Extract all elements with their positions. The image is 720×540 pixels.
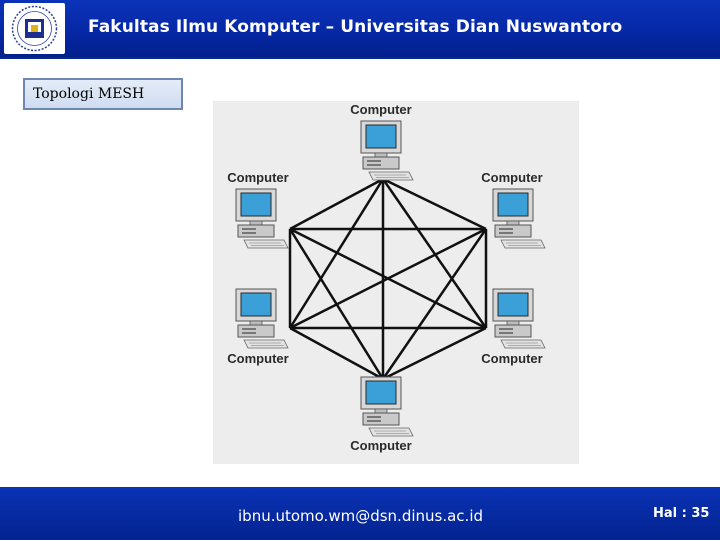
computer-upper-right: Computer — [481, 170, 545, 248]
computer-icon — [493, 289, 545, 348]
mesh-topology-diagram: Computer Computer Computer Computer Comp… — [213, 101, 579, 464]
computer-label: Computer — [350, 438, 411, 453]
computer-label: Computer — [481, 170, 542, 185]
computer-icon — [361, 377, 413, 436]
computer-label: Computer — [227, 351, 288, 366]
computer-icon — [236, 189, 288, 248]
computer-icon — [361, 121, 413, 180]
header-bar: Fakultas Ilmu Komputer – Universitas Dia… — [0, 0, 720, 59]
mesh-cables — [290, 179, 486, 379]
topic-title-box: Topologi MESH — [23, 78, 183, 110]
university-logo — [4, 3, 65, 54]
computer-bottom: Computer — [350, 377, 413, 453]
page-title: Fakultas Ilmu Komputer – Universitas Dia… — [88, 17, 622, 37]
topic-title: Topologi MESH — [33, 86, 144, 102]
page-number: Hal : 35 — [653, 506, 709, 521]
computer-label: Computer — [227, 170, 288, 185]
computer-upper-left: Computer — [227, 170, 288, 248]
computer-lower-left: Computer — [227, 289, 288, 366]
mesh-diagram-svg: Computer Computer Computer Computer Comp… — [213, 101, 579, 464]
logo-emblem-icon — [4, 3, 65, 54]
footer-email: ibnu.utomo.wm@dsn.dinus.ac.id — [238, 507, 483, 525]
computer-lower-right: Computer — [481, 289, 545, 366]
computer-label: Computer — [350, 102, 411, 117]
computer-icon — [236, 289, 288, 348]
footer-bar: ibnu.utomo.wm@dsn.dinus.ac.id Hal : 35 — [0, 487, 720, 540]
computer-top: Computer — [350, 102, 413, 180]
computer-label: Computer — [481, 351, 542, 366]
computer-icon — [493, 189, 545, 248]
